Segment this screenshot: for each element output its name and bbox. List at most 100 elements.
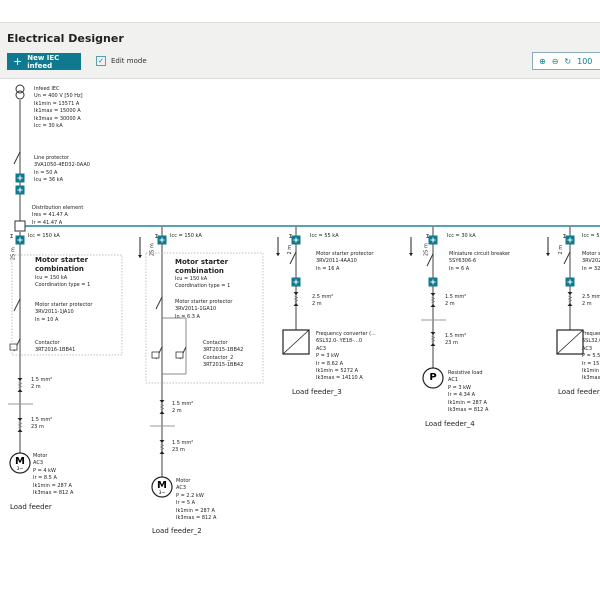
label-line: Ik3max = 30000 A: [34, 115, 81, 122]
cable-icon: [430, 332, 436, 346]
add-element-button[interactable]: [565, 277, 575, 287]
frequency-converter-diagonal: [556, 329, 584, 355]
zoom-level: 100: [577, 56, 593, 66]
label-line: Ik1min = 13571 A: [34, 100, 80, 107]
label-line: 1.5 mm²: [445, 333, 467, 339]
label-line: P = 2.2 kW: [176, 492, 204, 499]
label-line: 2 m: [172, 408, 182, 415]
label-line: Contactor: [203, 340, 228, 346]
cable-icon: [293, 292, 299, 306]
label-line: Ires = 41.47 A: [32, 212, 68, 219]
f3-icc-label: Icc = 55 kA: [310, 233, 339, 240]
label-line: 23 m: [31, 424, 44, 431]
switch-icon: [13, 298, 21, 312]
add-element-button[interactable]: [428, 277, 438, 287]
label-line: Ir = 8.62 A: [316, 360, 344, 367]
zoom-toolbar: ⊕ ⊖ ↻ 100: [532, 52, 600, 70]
cable-icon: [159, 443, 165, 451]
cable-icon: [159, 400, 165, 414]
add-element-button[interactable]: [15, 173, 25, 183]
reset-zoom-icon[interactable]: ↻: [564, 56, 572, 66]
f5-msp-label: Motor starter protector3RV2021-In = 32 A: [582, 251, 600, 273]
label-line: Ik3max = 812 A: [448, 407, 489, 414]
add-element-button[interactable]: [15, 235, 25, 245]
label-line: Ik3max = 812 A: [176, 515, 217, 522]
label-line: Ik1min: [582, 368, 599, 375]
label-line: 3RV2011-1JA10: [35, 309, 74, 316]
f2-name-label: Load feeder_2: [152, 527, 202, 536]
new-iec-infeed-label: New IEC infeed: [27, 53, 60, 70]
label-line: Icc = 55 kA: [582, 233, 600, 239]
label-line: Load feeder_5: [558, 388, 600, 396]
cable-icon: [567, 295, 573, 303]
label-line: AC3: [176, 485, 187, 492]
f3-name-label: Load feeder_3: [292, 388, 342, 397]
label-line: Icu = 36 kA: [34, 177, 64, 184]
label-line: Ik1min = 287 A: [448, 399, 487, 406]
zoom-in-icon[interactable]: ⊕: [539, 56, 546, 66]
cable-icon: [430, 335, 436, 343]
add-element-button[interactable]: [291, 235, 301, 245]
label-line: 3RV2011-1GA10: [175, 306, 217, 313]
cable-length-label: 2 m: [287, 244, 294, 255]
label-line: Frequency converter: [582, 331, 600, 337]
label-line: Infeed IEC: [34, 86, 60, 92]
contactor-coil-icon: [175, 351, 184, 359]
add-element-button[interactable]: [15, 185, 25, 195]
label-line: 3RT2015-1BB42: [203, 347, 244, 354]
label-line: Coordination type = 1: [35, 282, 91, 289]
new-iec-infeed-button[interactable]: + New IEC infeed: [7, 53, 81, 70]
label-line: Icc = 150 kA: [28, 233, 60, 239]
label-line: Motor: [33, 453, 48, 459]
label-line: Load feeder_4: [425, 420, 475, 428]
label-line: combination: [35, 265, 84, 273]
label-line: Motor starter: [35, 256, 89, 264]
add-element-button[interactable]: [565, 235, 575, 245]
label-line: Ik1min = 5272 A: [316, 368, 359, 375]
add-element-button[interactable]: [291, 277, 301, 287]
label-line: Ik1min = 287 A: [176, 507, 215, 514]
label-line: Resistive load: [448, 370, 483, 376]
label-line: 3VA1050-4ED32-0AA0: [34, 162, 90, 169]
header: Electrical Designer + New IEC infeed ✓ E…: [0, 23, 600, 79]
label-line: 2 m: [582, 301, 592, 308]
label-line: In = 6.3 A: [175, 313, 200, 320]
label-line: Load feeder: [10, 503, 52, 511]
zoom-out-icon[interactable]: ⊖: [551, 56, 559, 66]
plus-icon: +: [13, 55, 23, 68]
sigma-icon: Σ: [426, 234, 429, 240]
edit-mode-checkbox[interactable]: ✓: [96, 56, 106, 66]
label-line: Motor starter protector: [582, 251, 600, 257]
switch-icon: [155, 296, 163, 310]
label-line: Ik3max = 812 A: [33, 490, 74, 497]
contactor-coil-icon: [9, 343, 18, 351]
edit-mode-toggle[interactable]: ✓ Edit mode: [96, 56, 147, 66]
label-line: Miniature circuit breaker: [449, 251, 511, 257]
add-element-button[interactable]: [157, 235, 167, 245]
add-element-button[interactable]: [428, 235, 438, 245]
label-line: P = 3 kW: [316, 353, 339, 360]
label-line: Ir = 4.34 A: [448, 392, 476, 399]
arrow-head-icon: [546, 253, 550, 256]
cable-length-label: 2 m: [558, 244, 565, 255]
sigma-icon: Σ: [289, 234, 292, 240]
f5-icc-label: Icc = 55 kA: [582, 233, 600, 240]
page-title: Electrical Designer: [7, 32, 124, 45]
label-line: Ir = 41.47 A: [32, 219, 63, 226]
cable-length-label: 25 m: [10, 247, 17, 261]
motor-icon-phase: 3~: [17, 466, 24, 472]
